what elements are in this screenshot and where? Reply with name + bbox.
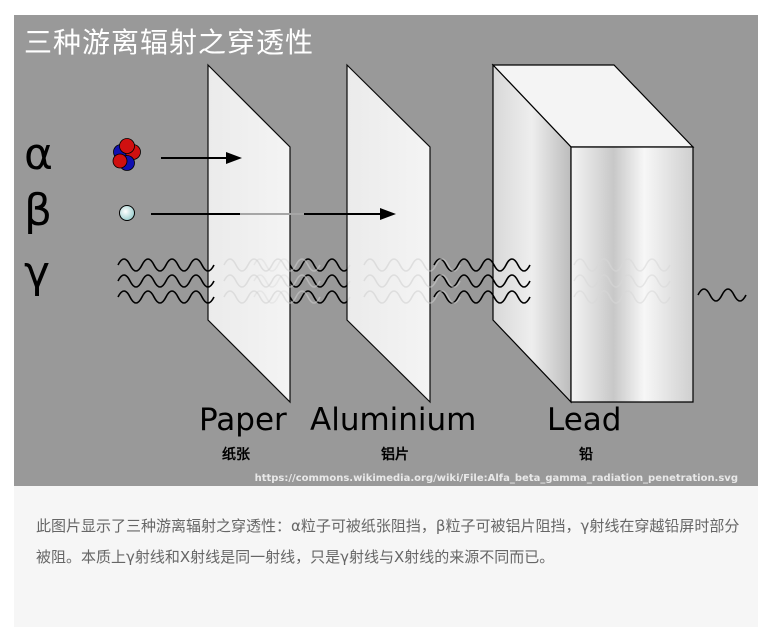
lead-block (491, 63, 695, 404)
beta-particle-icon (119, 205, 135, 221)
gamma-symbol: γ (24, 247, 51, 298)
material-label-aluminium: Aluminium (310, 402, 477, 438)
figure-title: 三种游离辐射之穿透性 (24, 26, 315, 59)
material-label-paper-cn: 纸张 (222, 447, 250, 463)
paper-sheet (207, 63, 291, 404)
alpha-arrow (161, 152, 242, 164)
source-url[interactable]: https://commons.wikimedia.org/wiki/File:… (254, 473, 738, 484)
material-label-lead-cn: 铅 (579, 447, 593, 463)
material-label-paper: Paper (199, 402, 287, 438)
gamma-wave-exit (697, 288, 747, 302)
beta-arrow (151, 208, 396, 220)
radiation-penetration-figure: 三种游离辐射之穿透性 α β γ Paper 纸张 Aluminium 铝片 L… (14, 15, 758, 486)
figure-caption: 此图片显示了三种游离辐射之穿透性：α粒子可被纸张阻挡，β粒子可被铝片阻挡，γ射线… (36, 517, 740, 566)
material-label-lead: Lead (547, 402, 622, 438)
beta-symbol: β (24, 185, 53, 236)
material-label-aluminium-cn: 铝片 (381, 447, 409, 463)
figure-card: 三种游离辐射之穿透性 α β γ Paper 纸张 Aluminium 铝片 L… (14, 15, 758, 627)
penetration-diagram (112, 63, 747, 404)
alpha-particle-icon (112, 138, 141, 171)
aluminium-sheet (346, 63, 431, 404)
alpha-symbol: α (24, 129, 54, 180)
gamma-waves-incident (117, 258, 215, 304)
